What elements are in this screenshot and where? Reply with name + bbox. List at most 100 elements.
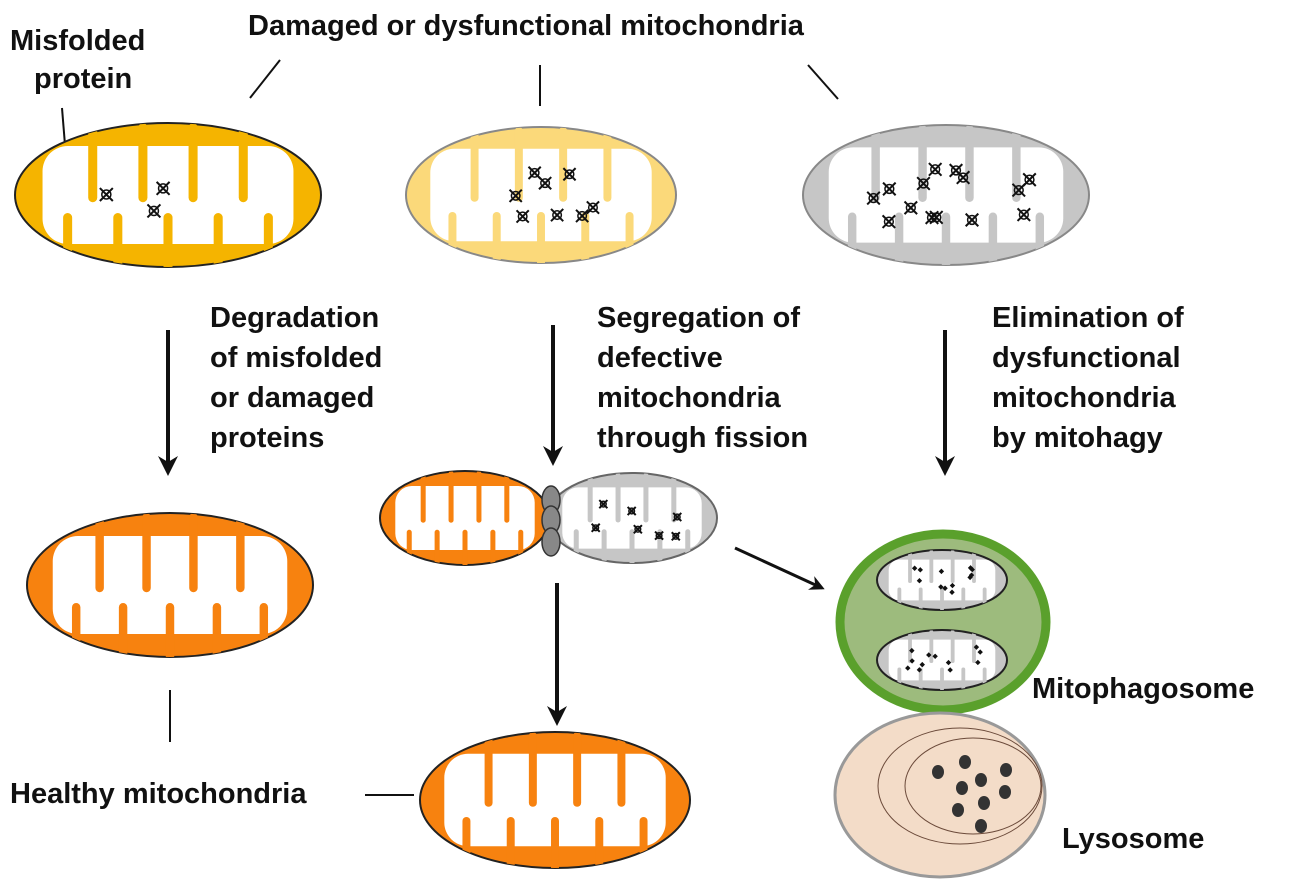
misfolded-protein-icon — [598, 499, 609, 509]
degraded-particle — [999, 785, 1011, 799]
misfolded-protein-icon — [938, 568, 945, 575]
misfolded-protein-icon — [99, 187, 114, 202]
misfolded-protein-icon — [969, 566, 975, 573]
degraded-particle — [1000, 763, 1012, 777]
cristae — [888, 630, 996, 690]
mitochondrion-moderately-damaged — [405, 126, 677, 264]
engulfed-mitochondrion — [876, 549, 1008, 611]
misfolded-protein-icon — [1016, 207, 1031, 222]
cristae — [395, 471, 535, 565]
label-line: dysfunctional — [992, 342, 1181, 374]
misfolded-protein-icon — [975, 659, 981, 666]
misfolded-protein-icon — [916, 176, 931, 191]
misfolded-protein-icon — [977, 649, 983, 655]
lysosome — [833, 711, 1047, 879]
degraded-particle — [975, 819, 987, 833]
misfolded-label-line-1: Misfolded — [10, 25, 145, 57]
pathway-mitophagy-label: Elimination of dysfunctional mitochondri… — [992, 302, 1184, 454]
misfolded-protein-icon — [654, 530, 664, 541]
cristae — [444, 732, 666, 868]
mitochondrion-dysfunctional — [802, 124, 1090, 266]
fission-proteins — [541, 485, 561, 557]
mitochondrion-mildly-damaged — [14, 122, 322, 268]
misfolded-protein-icon — [968, 572, 975, 578]
cristae — [42, 123, 294, 267]
degraded-particle — [959, 755, 971, 769]
misfolded-protein-icon — [911, 565, 918, 571]
lysosome-label: Lysosome — [1062, 823, 1204, 855]
pathway-fission-label: Segregation of defective mitochondria th… — [597, 302, 808, 454]
misfolded-protein-icon — [1022, 172, 1037, 187]
label-line: or damaged — [210, 382, 374, 414]
label-line: proteins — [210, 422, 324, 454]
label-line: Elimination of — [992, 302, 1184, 334]
label-line: by mitohagy — [992, 422, 1163, 454]
misfolded-protein-icon — [938, 584, 944, 590]
misfolded-protein-icon — [909, 647, 915, 654]
misfolded-protein-icon — [586, 200, 600, 215]
arrow-to-mitophagosome — [734, 546, 825, 590]
misfolded-protein-icon — [905, 665, 911, 671]
mitochondrion-healthy-result — [419, 731, 691, 869]
mitophagosome-label: Mitophagosome — [1032, 673, 1254, 705]
misfolded-protein-icon — [562, 167, 577, 182]
degraded-particle — [978, 796, 990, 810]
degraded-particle — [956, 781, 968, 795]
misfolded-protein-icon — [538, 176, 552, 190]
misfolded-protein-icon — [932, 653, 938, 659]
misfolded-protein-icon — [942, 585, 948, 591]
misfolded-protein-icon — [909, 658, 915, 664]
healthy-mitochondria-label: Healthy mitochondria — [10, 778, 307, 810]
misfolded-label-line-2: protein — [34, 63, 132, 95]
cristae — [562, 473, 702, 563]
misfolded-protein-icon — [882, 181, 897, 196]
label-line: Degradation — [210, 302, 379, 334]
misfolded-protein-icon — [919, 661, 925, 668]
misfolded-protein-icon — [590, 523, 601, 533]
misfolded-protein-icon — [956, 170, 971, 185]
misfolded-protein-icon — [949, 582, 956, 589]
misfolded-protein-icon — [917, 567, 923, 573]
misfolded-protein-icon — [508, 188, 523, 203]
misfolded-protein-icon — [973, 644, 980, 650]
misfolded-protein-icon — [575, 209, 589, 223]
connector-lines — [61, 59, 839, 796]
misfolded-protein-icon — [903, 200, 918, 215]
pathway-degradation-label: Degradation of misfolded or damaged prot… — [210, 302, 382, 454]
misfolded-protein-icon — [1011, 183, 1026, 198]
arrows — [158, 325, 955, 726]
cristae — [430, 127, 652, 263]
degraded-particle — [932, 765, 944, 779]
engulfed-mitochondrion — [876, 629, 1008, 691]
mitophagosome — [835, 529, 1051, 715]
misfolded-protein-icon — [550, 208, 564, 222]
label-line: Segregation of — [597, 302, 800, 334]
title-connector — [249, 59, 281, 99]
misfolded-protein-icon — [881, 214, 896, 229]
misfolded-protein-icon — [146, 203, 162, 219]
misfolded-protein-icon — [671, 531, 681, 542]
misfolded-protein-icon — [916, 578, 923, 584]
label-line: defective — [597, 342, 723, 374]
title-connector — [807, 64, 839, 100]
degraded-particle — [975, 773, 987, 787]
misfolded-protein-icon — [926, 652, 932, 658]
misfolded-protein-icon — [928, 162, 943, 177]
degraded-particle — [952, 803, 964, 817]
misfolded-protein-icon — [626, 506, 637, 516]
misfolded-protein-icon — [949, 589, 955, 595]
cristae — [828, 125, 1064, 265]
mitochondrion-healthy-repaired — [26, 512, 314, 658]
title-label: Damaged or dysfunctional mitochondria — [248, 10, 805, 42]
misfolded-protein-icon — [155, 181, 171, 196]
label-line: mitochondria — [597, 382, 782, 414]
mitochondrion-fission-defective-part — [546, 472, 718, 564]
misfolded-protein-icon — [916, 667, 923, 673]
misfolded-protein-icon — [929, 210, 944, 225]
cristae — [888, 550, 996, 610]
mitochondrion-fission-healthy-part — [379, 470, 551, 566]
misfolded-protein-icon — [672, 512, 683, 522]
misfolded-protein-icon — [633, 524, 643, 534]
misfolded-protein-icon — [967, 565, 974, 571]
